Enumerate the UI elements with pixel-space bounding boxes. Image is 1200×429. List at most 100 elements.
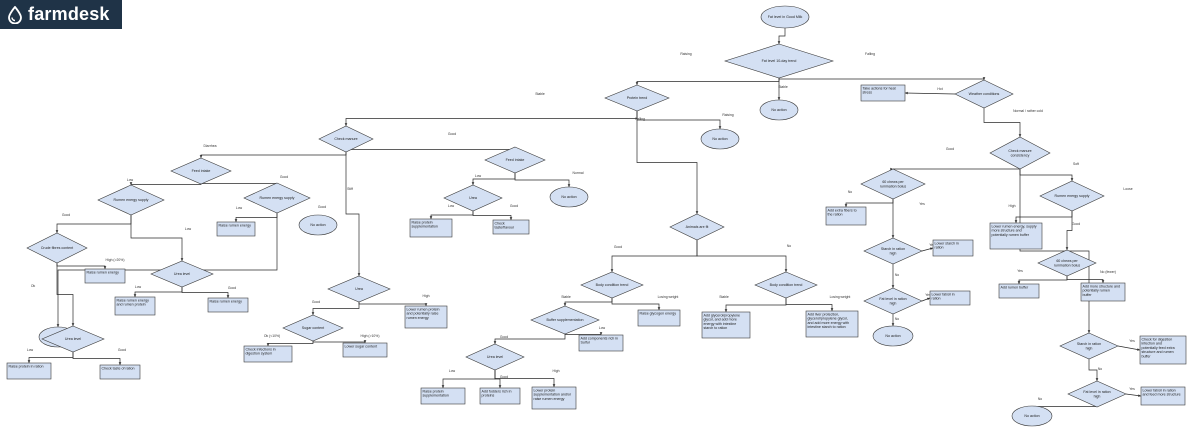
arrowhead-n2-n4 (635, 82, 639, 85)
arrowhead-n46-n48 (891, 235, 895, 238)
arrowhead-n40-n42 (498, 385, 502, 388)
arrowhead-n36-n45 (830, 308, 834, 311)
node-shape-diamond (443, 184, 503, 212)
node-label: No action (885, 334, 900, 338)
edge-label-n16-n21: Low (448, 204, 455, 208)
node-n13: No action (549, 186, 589, 208)
node-label: Feed intake (506, 158, 525, 162)
edge-label-n4-n8: Stable (535, 92, 545, 96)
arrowhead-n37-n40 (493, 341, 497, 344)
connector-n8-n11 (200, 152, 347, 158)
node-n56: Add rumen buffer (998, 283, 1040, 299)
node-shape-ellipse (1011, 405, 1053, 427)
edge-label-n40-n43: High (553, 369, 560, 373)
edge-label-n46-n48: Yes (919, 202, 925, 206)
connector-n9-n35 (611, 240, 698, 272)
node-shape-box (1139, 335, 1187, 365)
node-n30: Urea (327, 275, 391, 303)
node-n23: Raise rumen energy (216, 221, 256, 237)
node-label: Urea (355, 287, 363, 291)
arrowhead-n53-n55 (1065, 247, 1069, 250)
node-shape-ellipse (549, 186, 589, 208)
node-n29: Check taste of ration (99, 364, 141, 380)
connector-n15-n23 (235, 213, 278, 222)
edge-label-n2-n3: Stable (778, 85, 788, 89)
edge-label-n12-n16: Low (475, 174, 482, 178)
node-n2: Fat level 10-day trend (724, 43, 834, 79)
edge-label-n15-n20: Good (318, 205, 326, 209)
edge-label-n24-n29: Good (118, 348, 126, 352)
node-n5: Weather conditions (954, 79, 1014, 109)
edge-label-n32-n33: Ok (<10%) (264, 334, 280, 338)
node-label: No action (771, 108, 786, 112)
node-label: No action (310, 223, 325, 227)
node-shape-diamond (863, 287, 923, 315)
arrowhead-n9-n36 (784, 269, 788, 272)
node-shape-ellipse (700, 128, 740, 150)
arrowhead-n55-n57 (1101, 280, 1105, 283)
node-shape-box (243, 345, 293, 363)
edge-label-n58-n59: Yes (1129, 339, 1135, 343)
arrowhead-n4-n8 (344, 123, 348, 126)
node-shape-diamond (318, 125, 374, 153)
edge-label-n11-n14: Low (127, 178, 134, 182)
connector-n24-n28 (28, 352, 74, 363)
arrowhead-n5-n6 (905, 91, 908, 95)
connector-n16-n22 (472, 211, 512, 220)
node-shape-box (578, 334, 624, 352)
connector-n18-n24 (56, 263, 74, 326)
node-label: Add liver protection,glycerol/propylene … (808, 313, 850, 330)
arrowhead-n30-n32 (311, 312, 315, 315)
connector-n40-n43 (494, 370, 555, 387)
arrowhead-n53-n54 (1014, 220, 1018, 223)
node-label: Urea level (487, 355, 503, 359)
arrowhead-n48-n49 (930, 247, 933, 250)
edge-label-n35-n38: Losing weight (658, 295, 679, 299)
node-n16: Urea (443, 184, 503, 212)
connector-n11-n15 (200, 183, 278, 184)
node-label: Raise rumen energy (87, 271, 120, 275)
arrowhead-n30-n31 (424, 303, 428, 306)
arrowhead-n58-n60 (1095, 378, 1099, 381)
node-shape-diamond (26, 232, 88, 264)
node-label: Rumen energy supply (114, 198, 149, 202)
edge-label-n50-n52: No (895, 317, 899, 321)
edge-label-n15-n23: Low (236, 206, 243, 210)
node-shape-diamond (863, 237, 923, 265)
arrowhead-n4-n7 (718, 126, 722, 129)
node-n34: Lower sugar content (342, 342, 388, 358)
arrowhead-n25-n26 (133, 294, 137, 297)
node-shape-box (860, 84, 906, 102)
connector-n32-n33 (267, 341, 314, 346)
node-n36: Body condition trend (754, 271, 818, 299)
arrowhead-n36-n44 (724, 309, 728, 312)
node-label: Animals are fit (686, 225, 709, 229)
node-label: Fat level 10-day trend (762, 59, 797, 63)
node-shape-diamond (954, 79, 1014, 109)
arrowhead-n2-n5 (982, 77, 986, 80)
node-shape-box (492, 219, 530, 235)
edge-label-n18-n24: Ok (31, 284, 36, 288)
node-label: Feed intake (192, 169, 211, 173)
node-shape-diamond (282, 314, 344, 342)
connector-n30-n32 (312, 302, 360, 315)
node-shape-box (207, 297, 249, 313)
edge-label-n40-n41: Low (449, 369, 456, 373)
node-label: Crude fibres content (41, 246, 73, 250)
edge-label-n4-n9: Falling (635, 117, 645, 121)
edge-label-n2-n5: Falling (865, 52, 875, 56)
node-n18: Crude fibres content (26, 232, 88, 264)
node-label: Urea level (174, 272, 190, 276)
arrowhead-n10-n58 (1087, 330, 1091, 333)
node-label: Protein trend (627, 96, 648, 100)
